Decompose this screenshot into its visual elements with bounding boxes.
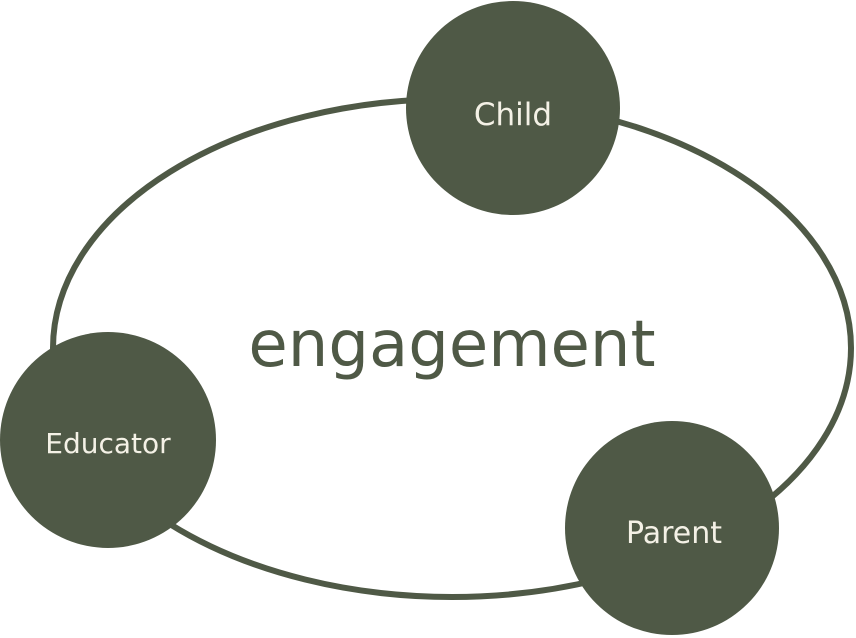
educator-label: Educator	[45, 427, 171, 460]
node-parent: Parent	[565, 421, 779, 635]
parent-label: Parent	[626, 516, 722, 551]
center-label: engagement	[248, 308, 655, 382]
parent-circle	[565, 421, 779, 635]
educator-circle	[0, 332, 216, 548]
child-circle	[406, 1, 620, 215]
node-educator: Educator	[0, 332, 216, 548]
child-label: Child	[474, 97, 552, 133]
node-child: Child	[406, 1, 620, 215]
